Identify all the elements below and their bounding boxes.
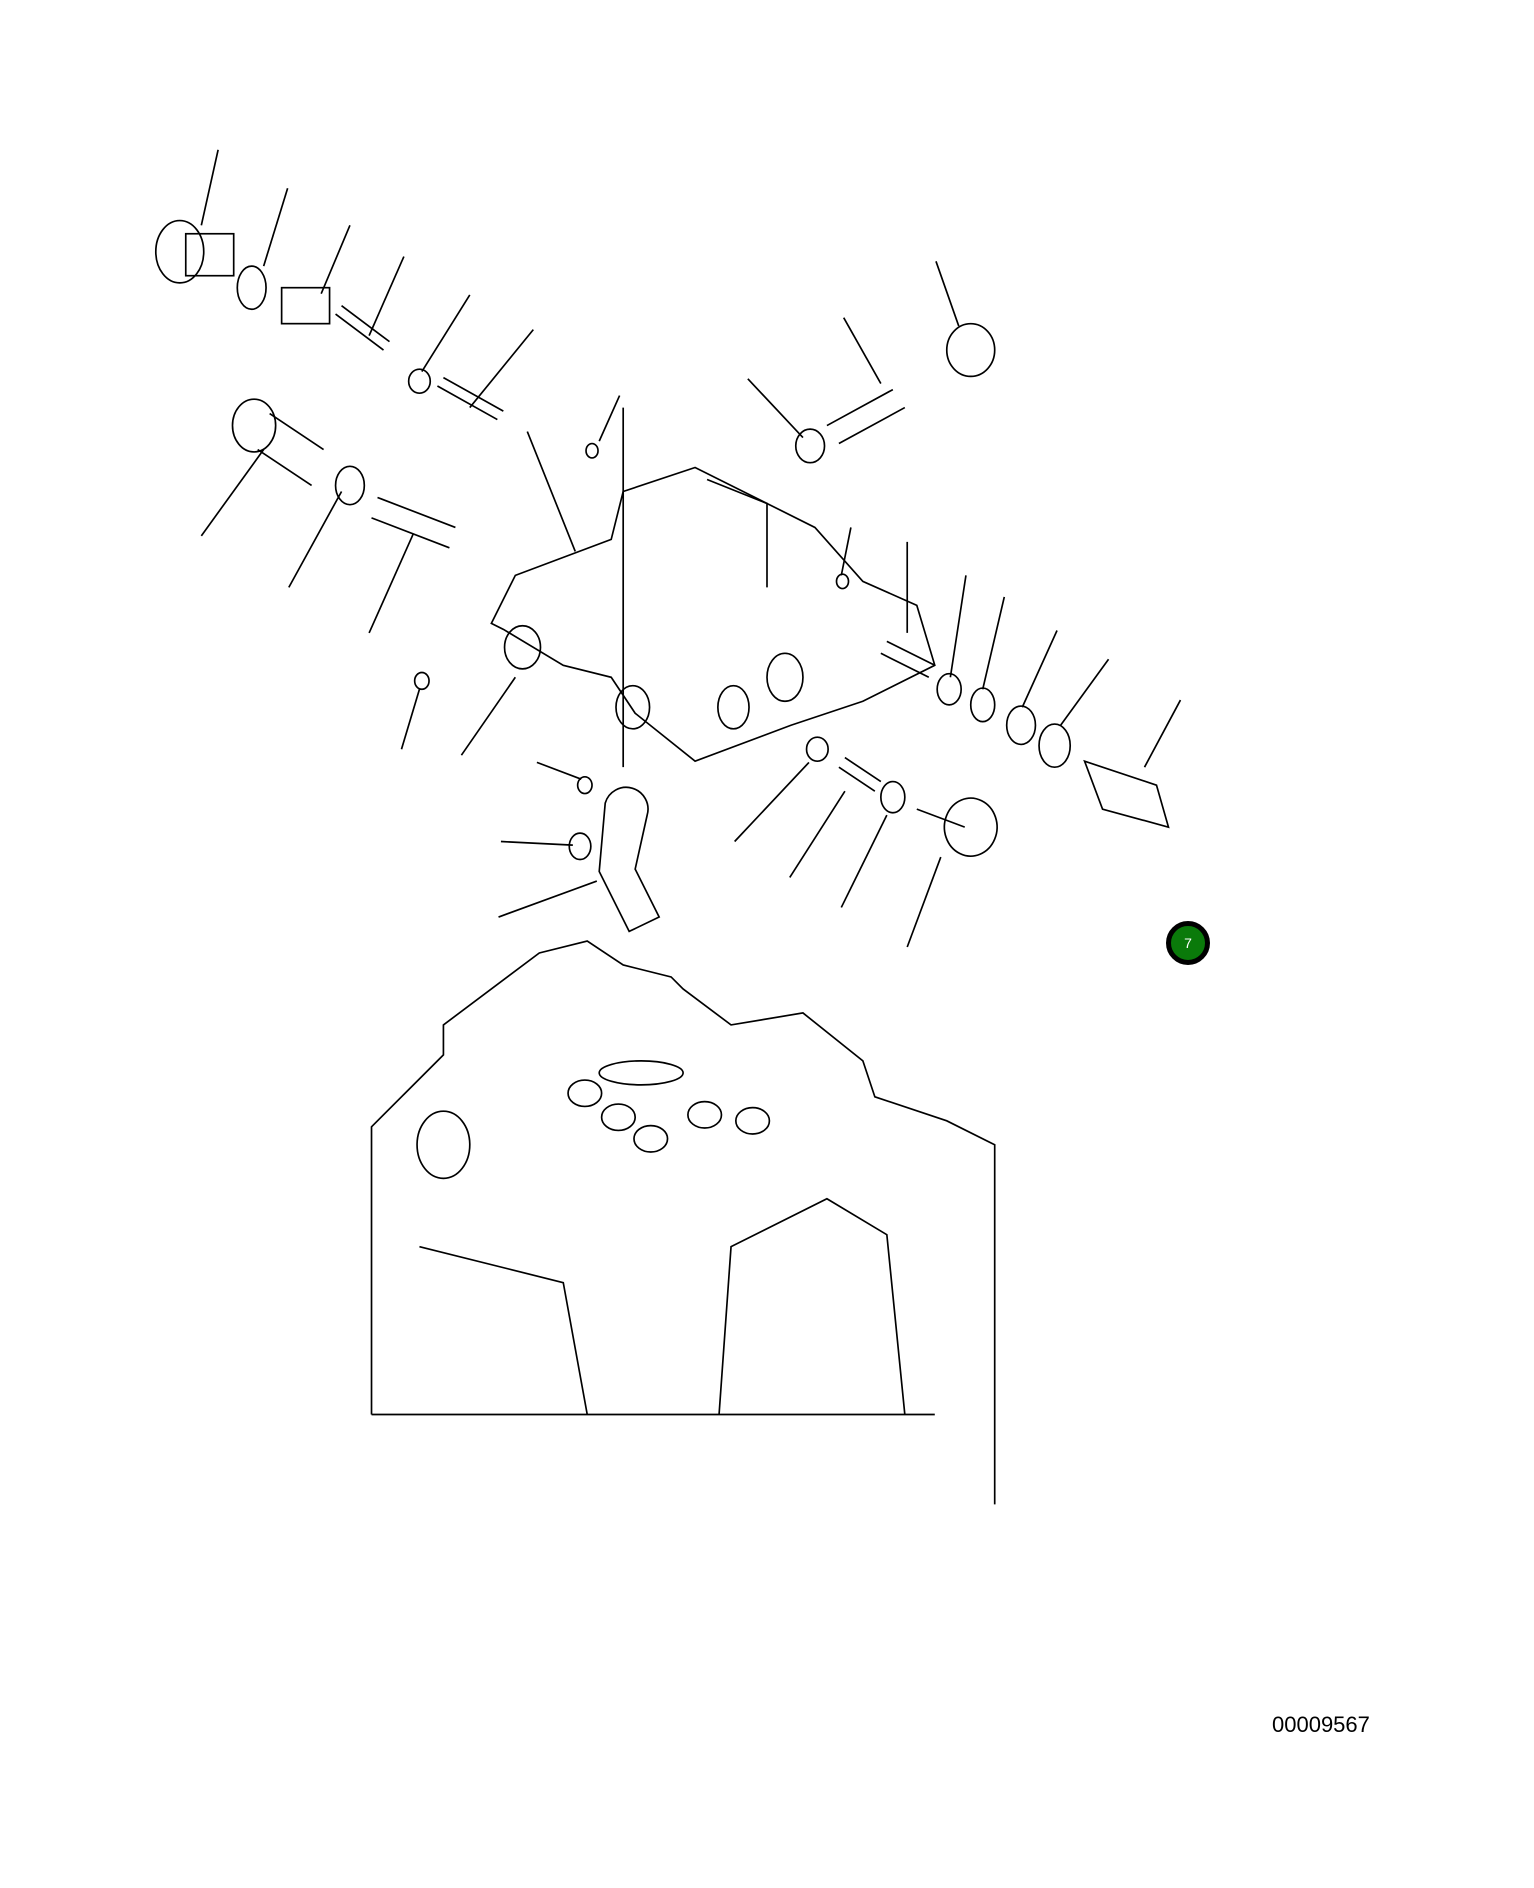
drawing-number: 00009567 [1272, 1712, 1370, 1737]
callout-badge[interactable]: 7 [1166, 921, 1210, 965]
leader-lines [200, 149, 1182, 948]
pump-housing [370, 940, 996, 1505]
valve-body [490, 407, 936, 768]
valve-parts [154, 219, 1170, 933]
